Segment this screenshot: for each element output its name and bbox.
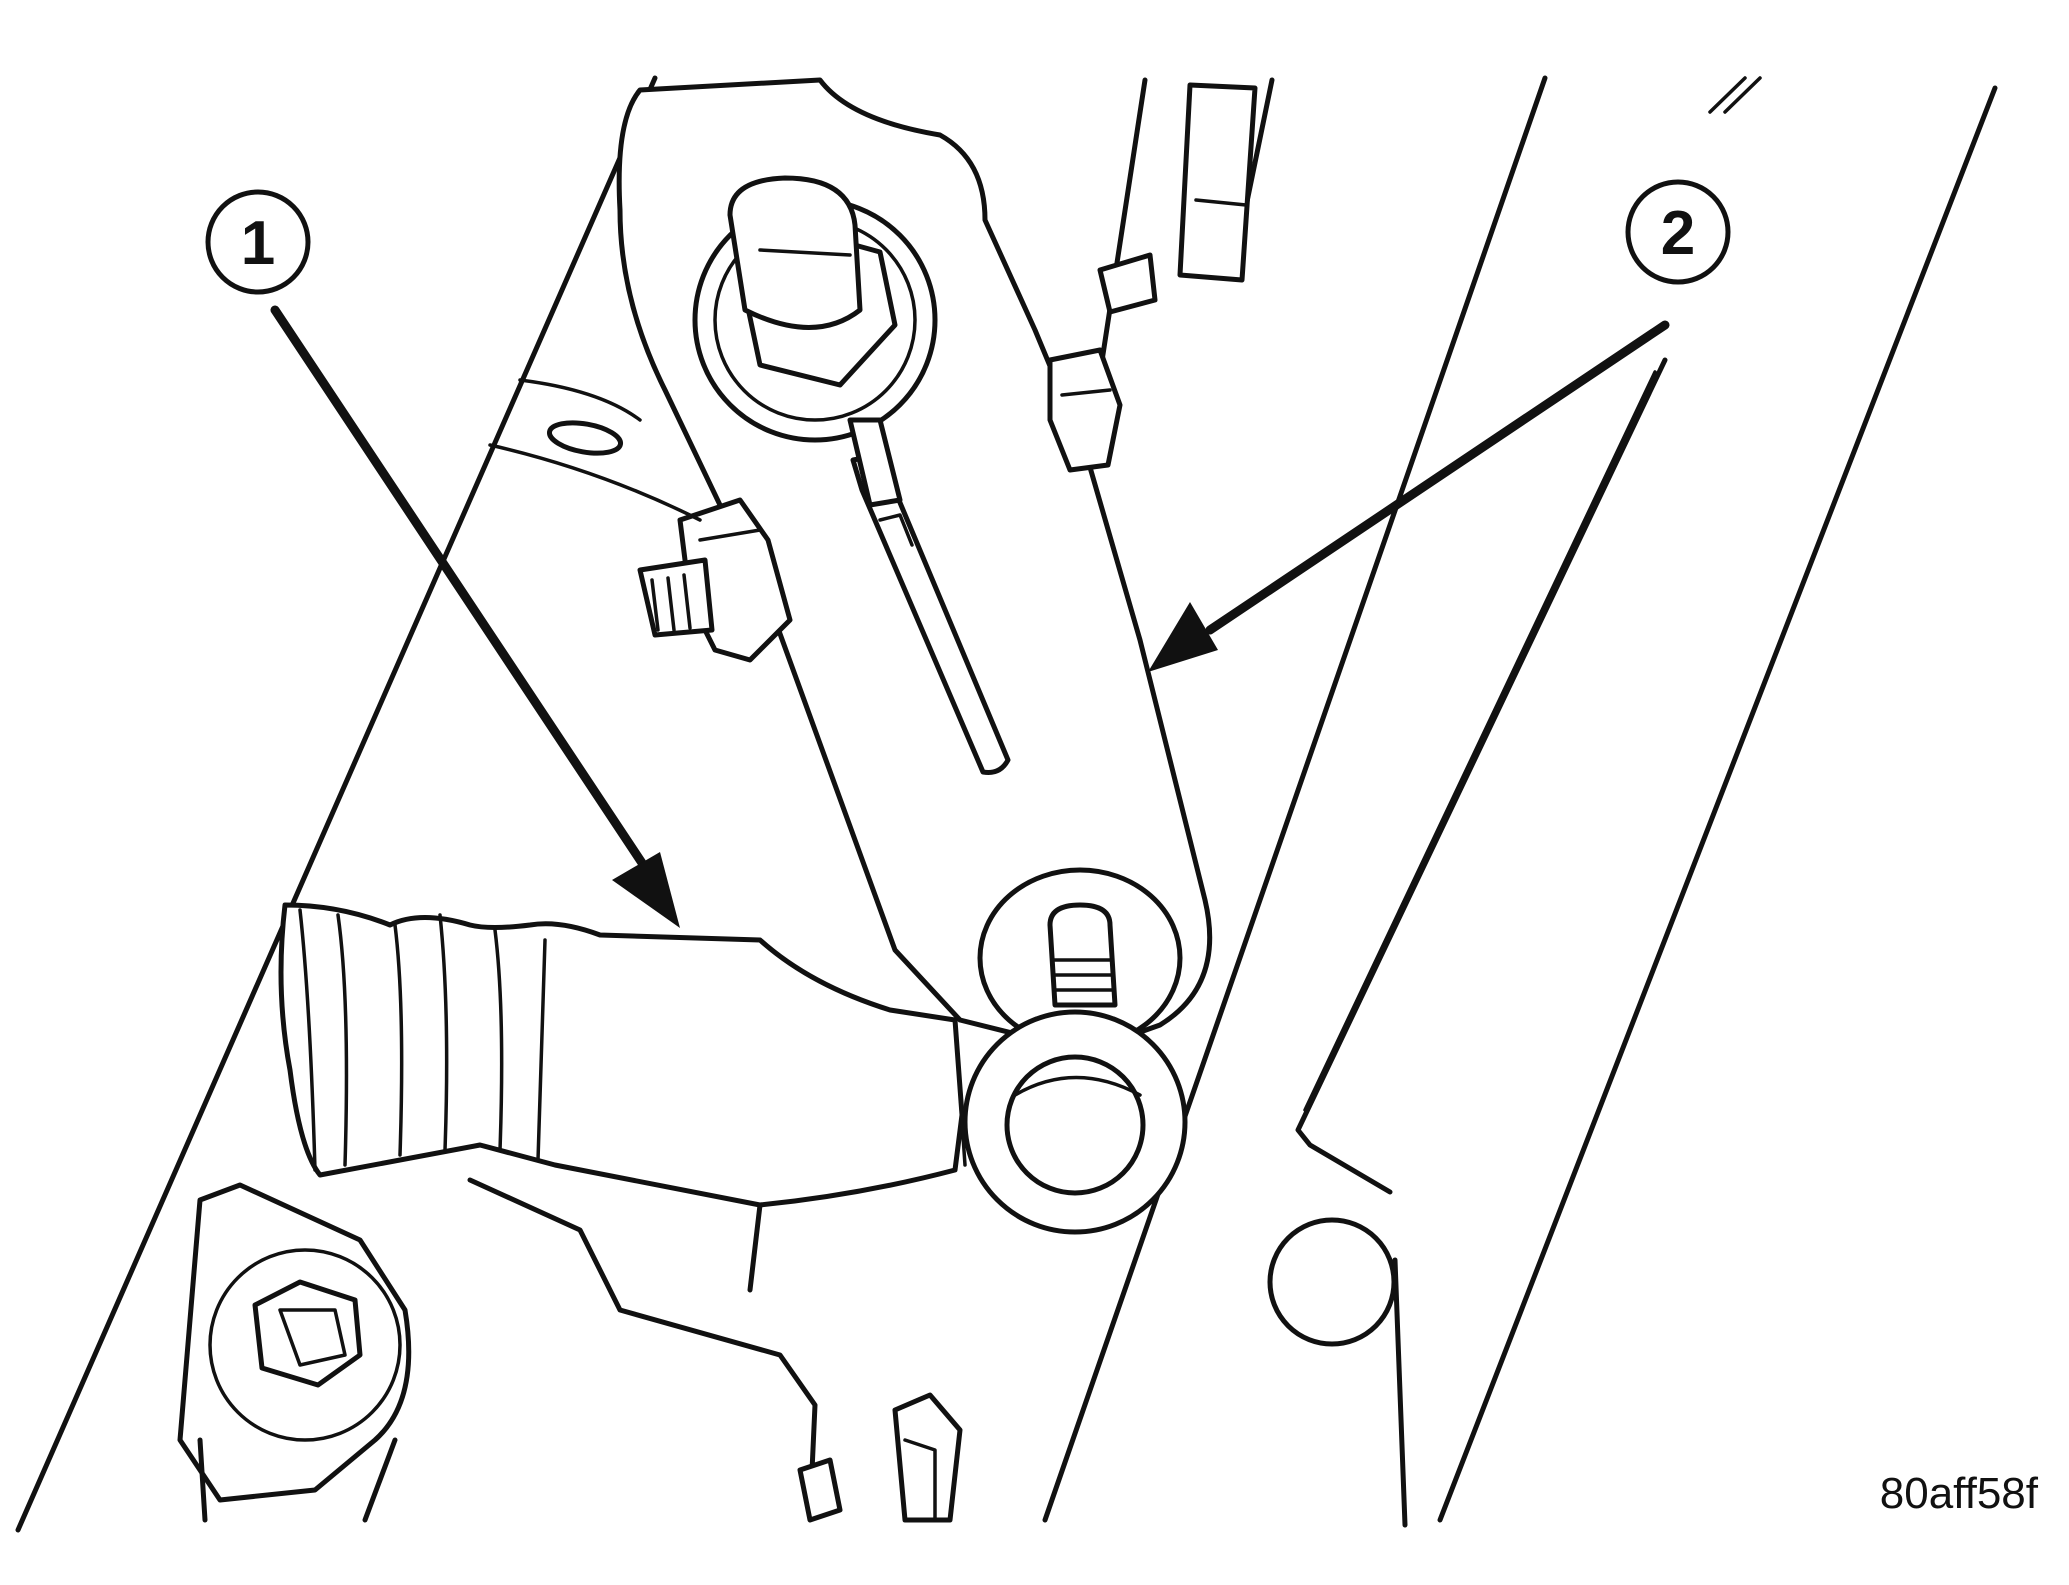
upper-mount-bracket: [1097, 82, 1258, 315]
figure-code: 80aff58f: [1880, 1469, 2039, 1518]
callout-1-arrowhead: [612, 852, 680, 928]
callout-2-leader: [1205, 320, 1670, 635]
callout-1-leader: [270, 305, 655, 880]
cable-boot: [278, 902, 967, 1208]
frame-lines: [15, 75, 1998, 1533]
left-nut: [488, 378, 793, 663]
callout-1: 1: [205, 189, 680, 928]
lever-arm: [616, 77, 1213, 1053]
callout-2-arrowhead: [1148, 602, 1218, 672]
callout-2-label: 2: [1661, 199, 1695, 268]
lower-mount: [177, 1182, 412, 1523]
pivot-round: [1267, 1217, 1408, 1528]
callout-2: 2: [1148, 179, 1731, 672]
socket-eye: [962, 1009, 1188, 1235]
callout-1-label: 1: [241, 209, 275, 278]
lower-housing: [467, 1177, 963, 1523]
callout-2-circle: [1625, 179, 1731, 285]
callout-1-circle: [205, 189, 311, 295]
